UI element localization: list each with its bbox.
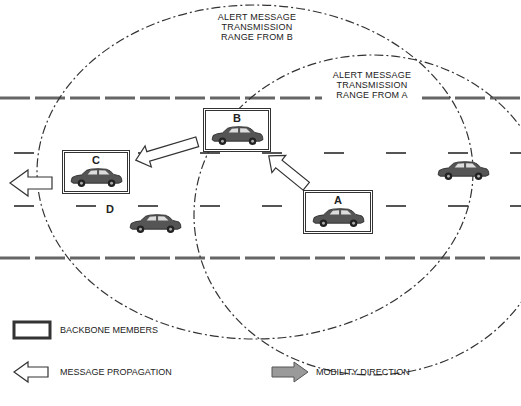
car-d (130, 215, 181, 233)
car (438, 162, 489, 180)
vehicle-letter: C (69, 154, 123, 166)
legend-text: BACKBONE MEMBERS (60, 325, 158, 335)
range-label: ALERT MESSAGE TRANSMISSION RANGE FROM A (322, 70, 422, 100)
legend-text: MOBILITY DIRECTION (316, 367, 410, 377)
vehicle-letter: D (104, 203, 116, 215)
range-label: ALERT MESSAGE TRANSMISSION RANGE FROM B (205, 12, 309, 42)
range-circle-a (194, 55, 521, 375)
legend-mobility-arrow (272, 362, 308, 382)
propagation-arrow (10, 170, 52, 196)
propagation-arrow (269, 155, 310, 190)
legend-text: MESSAGE PROPAGATION (60, 367, 172, 377)
car-icon-shape (313, 209, 364, 227)
vehicle-letter: B (210, 112, 264, 124)
backbone-member-box: A (303, 190, 373, 234)
legend-box-sample (14, 322, 50, 338)
range-circle-b (37, 5, 473, 339)
car-icon (311, 207, 365, 228)
car-icon-shape (71, 169, 122, 187)
legend-box-sample-inner (17, 325, 47, 335)
legend-propagation-arrow (14, 362, 48, 382)
car-icon (210, 125, 264, 146)
car-icon (69, 167, 123, 188)
road-edge (0, 97, 521, 100)
backbone-member-box: B (203, 108, 271, 152)
backbone-member-box: C (62, 150, 130, 194)
car-icon-shape (212, 127, 263, 145)
lane-marking (14, 205, 521, 207)
propagation-arrow (136, 137, 199, 167)
vehicle-letter: A (310, 194, 366, 206)
